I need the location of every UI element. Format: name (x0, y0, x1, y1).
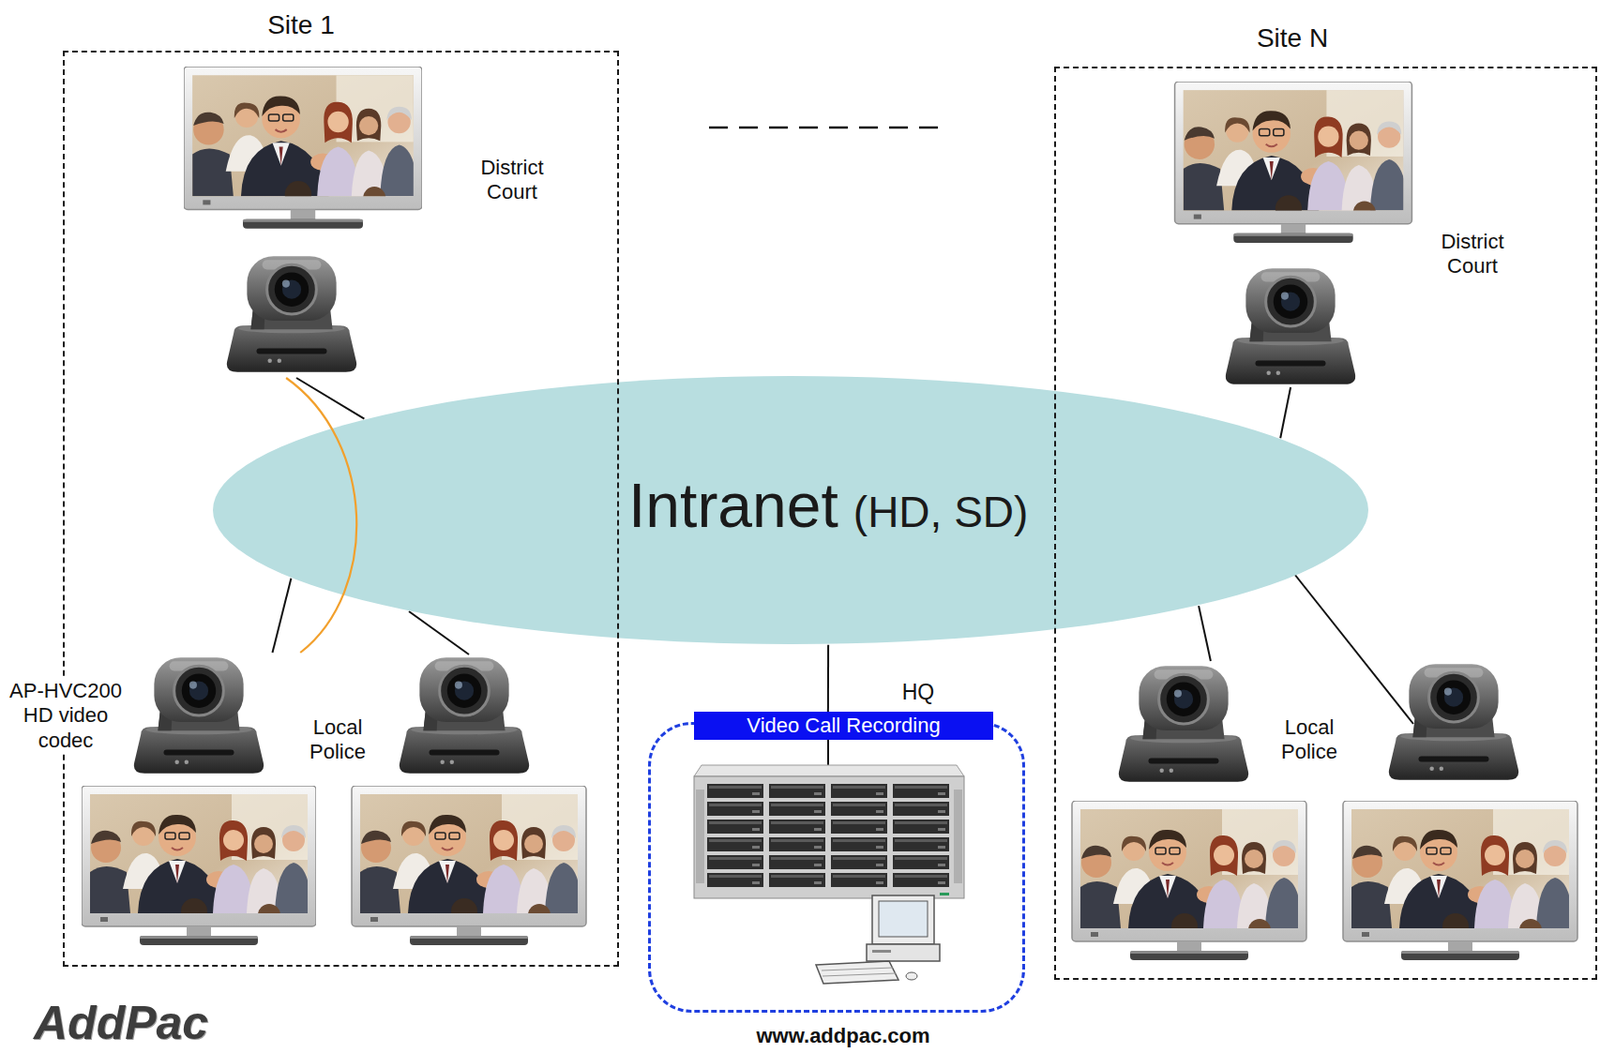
police-unit: Local Police (1069, 661, 1351, 967)
camera-codec (226, 256, 357, 373)
network-link (296, 377, 364, 420)
network-link (272, 578, 292, 653)
workstation-pc-part (878, 901, 928, 937)
camera-codec (134, 657, 264, 774)
recording-server-part (694, 765, 965, 777)
court-unit-text: District Court (1430, 229, 1515, 280)
court-unit-holder: District Court (469, 155, 555, 206)
continuation-dashes (709, 126, 950, 130)
police-unit-text: Local Police (1270, 715, 1348, 766)
police-unit-holder: Local Police (1270, 715, 1348, 766)
network-link (1280, 387, 1291, 438)
site-region-holder: Site N (1256, 23, 1329, 54)
ellipse-shape (212, 376, 1369, 645)
recording-bar: Video Call Recording (694, 711, 994, 740)
network-link (827, 645, 830, 712)
workstation-pc-part (905, 972, 918, 981)
recording-server-part (694, 776, 965, 899)
workstation-pc-part (821, 967, 893, 971)
recording-server-part (939, 892, 950, 896)
recording-server-part (707, 784, 955, 891)
site-region-text: Site N (1256, 23, 1329, 54)
hq-region: HQVideo Call Recording (648, 722, 1026, 1013)
workstation-pc (815, 895, 940, 984)
recording-server (694, 765, 965, 899)
recording-server-part (695, 789, 705, 884)
site-region: Site NDistrict CourtLocal Police (1054, 66, 1598, 981)
monitor (1343, 800, 1578, 961)
monitor (351, 785, 587, 946)
camera-codec (1388, 664, 1519, 781)
recording-server-part (953, 789, 963, 884)
network-label: Intranet (628, 471, 839, 541)
police-unit: Local Police (81, 652, 376, 951)
police-unit-holder: Local Police (299, 715, 377, 766)
site-region-holder: Site 1 (267, 10, 335, 41)
brand-logo: AddPac (33, 999, 209, 1047)
network-link (1198, 605, 1211, 662)
hq-region-holder: HQ (902, 679, 936, 705)
site-region-text: Site 1 (267, 10, 335, 41)
monitor (183, 66, 423, 229)
court-unit-text: District Court (469, 155, 555, 206)
monitor (1175, 81, 1413, 243)
site-region: Site 1District CourtLocal Police (62, 50, 619, 967)
device-callout: AP-HVC200 HD video codec (5, 679, 126, 754)
court-unit-holder: District Court (1430, 229, 1515, 280)
network-ellipse: Intranet (HD, SD) (211, 375, 1370, 646)
camera-codec (1118, 665, 1249, 783)
monitor (81, 785, 317, 946)
recording-bar-holder: Video Call Recording (694, 711, 994, 740)
workstation-pc-part (872, 950, 891, 953)
court-unit: District Court (183, 66, 563, 378)
camera-codec (1225, 268, 1356, 385)
workstation-pc-part (822, 973, 896, 977)
workstation-pc-part (866, 944, 940, 962)
police-unit-text: Local Police (299, 715, 377, 766)
hq-region-text: HQ (902, 679, 936, 705)
workstation-pc-part (872, 895, 935, 945)
camera-codec (399, 657, 529, 774)
network-label: (HD, SD) (853, 488, 1029, 537)
device-callout-holder: AP-HVC200 HD video codec (5, 679, 126, 754)
court-unit: District Court (1173, 81, 1520, 388)
brand-logo-holder: AddPac (33, 999, 209, 1047)
network-ellipse-holder: Intranet (HD, SD) (628, 471, 1028, 541)
recording-bar-text: Video Call Recording (746, 711, 940, 740)
website-url: www.addpac.com (755, 1024, 930, 1048)
monitor (1071, 800, 1307, 961)
workstation-pc-part (815, 961, 899, 984)
network-link (1294, 573, 1414, 725)
website-url-holder: www.addpac.com (755, 1024, 930, 1048)
